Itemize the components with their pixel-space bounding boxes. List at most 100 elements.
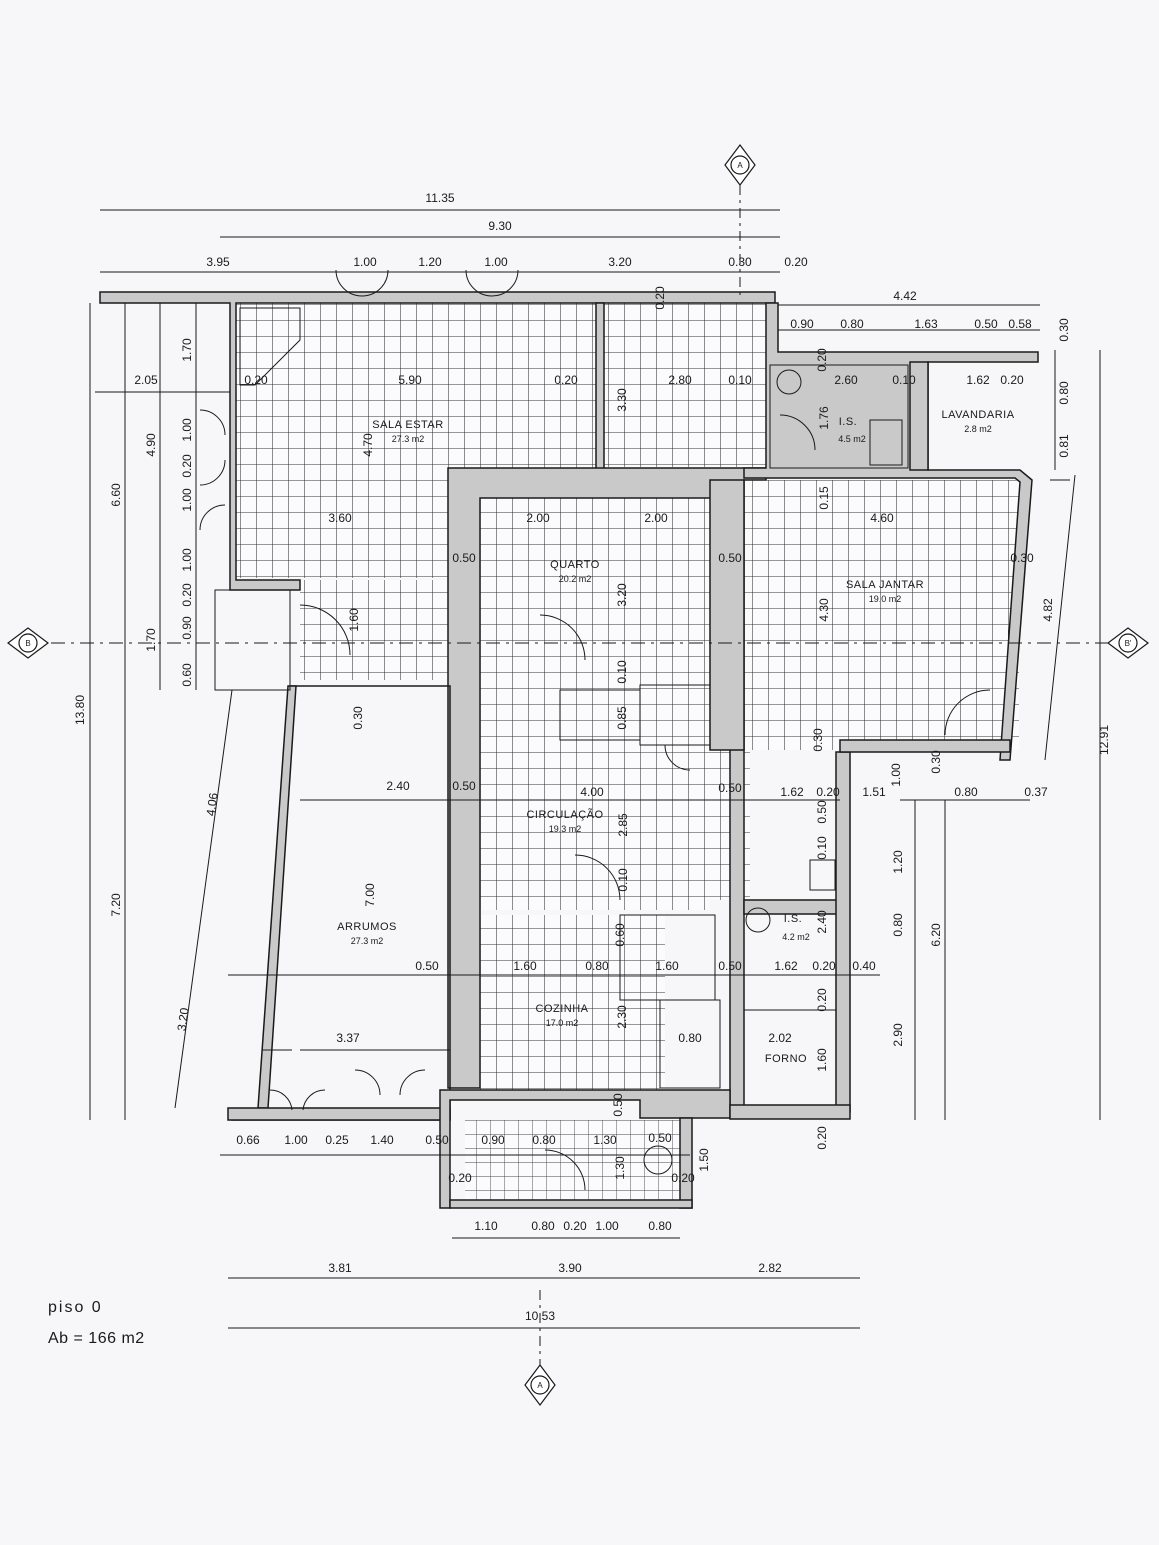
dim-label: 0.80 xyxy=(531,1219,555,1233)
dim-label: 3.60 xyxy=(328,511,352,525)
room-area-sala-jantar: 19.0 m2 xyxy=(869,594,902,604)
dim-label: 0.50 xyxy=(718,781,742,795)
section-marker-b-right xyxy=(1107,627,1149,659)
dim-label: 0.50 xyxy=(415,959,439,973)
dim-label: 0.40 xyxy=(852,959,876,973)
dim-label: 3.37 xyxy=(336,1031,360,1045)
dim-label: 6.60 xyxy=(109,483,123,507)
dim-label: 0.50 xyxy=(452,779,476,793)
dim-label: 0.25 xyxy=(325,1133,349,1147)
dim-label: 1.70 xyxy=(144,628,158,652)
dim-label: 0.30 xyxy=(929,750,943,774)
structure-lines xyxy=(199,269,991,1191)
room-name-lavandaria: LAVANDARIA xyxy=(941,409,1014,421)
dim-label: 4.90 xyxy=(144,433,158,457)
dim-label: 1.00 xyxy=(180,418,194,442)
dim-label: 3.20 xyxy=(608,255,632,269)
dim-label: 2.05 xyxy=(134,373,158,387)
dim-label: 0.20 xyxy=(554,373,578,387)
dim-label: 1.60 xyxy=(347,608,361,632)
dim-label: 1.00 xyxy=(180,488,194,512)
dim-label: 0.20 xyxy=(563,1219,587,1233)
room-area-sala-estar: 27.3 m2 xyxy=(392,434,425,444)
dim-label: 1.40 xyxy=(370,1133,394,1147)
dim-label: 1.62 xyxy=(774,959,798,973)
room-name-sala-estar: SALA ESTAR xyxy=(372,419,443,431)
dim-label: 1.70 xyxy=(180,338,194,362)
dim-label: 4.70 xyxy=(361,433,375,457)
dim-label: 1.62 xyxy=(780,785,804,799)
dim-label: 1.10 xyxy=(474,1219,498,1233)
dim-label: 12.91 xyxy=(1097,725,1111,755)
dim-label: 1.00 xyxy=(180,548,194,572)
dim-label: 0.20 xyxy=(180,454,194,478)
dim-label: 4.82 xyxy=(1041,598,1055,622)
dim-label: 0.50 xyxy=(425,1133,449,1147)
dim-label: 9.30 xyxy=(488,219,512,233)
dim-label: 6.20 xyxy=(929,923,943,947)
dim-label: 2.40 xyxy=(386,779,410,793)
section-label-a-bottom: A xyxy=(537,1381,543,1390)
floor-tiles xyxy=(236,303,1019,1202)
dim-label: 0.80 xyxy=(954,785,978,799)
dim-label: 0.30 xyxy=(811,728,825,752)
dim-label: 1.30 xyxy=(593,1133,617,1147)
dim-label: 13.80 xyxy=(73,695,87,725)
dim-label: 0.50 xyxy=(718,959,742,973)
dim-label: 4.60 xyxy=(870,511,894,525)
dim-label: 0.81 xyxy=(1057,434,1071,458)
dim-label: 7.20 xyxy=(109,893,123,917)
dim-label: 0.20 xyxy=(815,348,829,372)
dim-label: 2.02 xyxy=(768,1031,792,1045)
dim-label: 2.82 xyxy=(758,1261,782,1275)
dim-label: 7.00 xyxy=(363,883,377,907)
dim-label: 2.30 xyxy=(615,1005,629,1029)
room-name-arrumos: ARRUMOS xyxy=(337,921,397,933)
dim-label: 0.80 xyxy=(891,913,905,937)
dim-label: 0.15 xyxy=(817,486,831,510)
dim-label: 0.50 xyxy=(815,800,829,824)
dim-label: 2.85 xyxy=(616,813,630,837)
room-area-is-top: 4.5 m2 xyxy=(838,434,866,444)
section-marker-b-left xyxy=(7,627,49,659)
dim-label: 0.50 xyxy=(648,1131,672,1145)
dimension-labels-vertical: 13.80 6.60 7.20 4.90 1.70 1.70 1.00 0.20… xyxy=(73,286,1111,1180)
room-area-cozinha: 17.0 m2 xyxy=(546,1018,579,1028)
dim-label: 11.35 xyxy=(425,191,454,205)
dim-label: 0.80 xyxy=(1057,381,1071,405)
dim-label: 3.30 xyxy=(615,388,629,412)
dim-label: 0.30 xyxy=(351,706,365,730)
room-area-is-mid: 4.2 m2 xyxy=(782,932,810,942)
dim-label: 4.30 xyxy=(817,598,831,622)
section-label-a-top: A xyxy=(737,161,743,170)
room-name-sala-jantar: SALA JANTAR xyxy=(846,579,924,591)
dim-label: 0.20 xyxy=(671,1171,695,1185)
dim-label: 3.95 xyxy=(206,255,230,269)
dim-label: 2.00 xyxy=(644,511,668,525)
dim-label: 3.81 xyxy=(328,1261,352,1275)
dim-label: 1.51 xyxy=(862,785,886,799)
room-area-circulacao: 19.3 m2 xyxy=(549,824,582,834)
dim-label: 0.80 xyxy=(648,1219,672,1233)
dim-label: 2.80 xyxy=(668,373,692,387)
dimension-lines xyxy=(22,185,1140,1370)
room-name-circulacao: CIRCULAÇÃO xyxy=(526,808,603,821)
room-area-lavandaria: 2.8 m2 xyxy=(964,424,992,434)
dim-label: 0.85 xyxy=(615,706,629,730)
walls xyxy=(99,291,1039,1209)
room-area-quarto: 20.2 m2 xyxy=(559,574,592,584)
room-name-quarto: QUARTO xyxy=(550,559,600,571)
dim-label: 0.20 xyxy=(244,373,268,387)
dim-label: 0.20 xyxy=(815,1126,829,1150)
dim-label: 0.20 xyxy=(812,959,836,973)
section-label-b-right: B' xyxy=(1125,639,1132,648)
dim-label: 1.30 xyxy=(613,1156,627,1180)
dim-label: 0.30 xyxy=(1057,318,1071,342)
dim-label: 1.60 xyxy=(513,959,537,973)
dim-label: 1.60 xyxy=(655,959,679,973)
dim-label: 0.60 xyxy=(180,663,194,687)
dim-label: 1.63 xyxy=(914,317,938,331)
dim-label: 0.37 xyxy=(1024,785,1048,799)
dim-label: 0.10 xyxy=(615,660,629,684)
dim-label: 0.50 xyxy=(974,317,998,331)
